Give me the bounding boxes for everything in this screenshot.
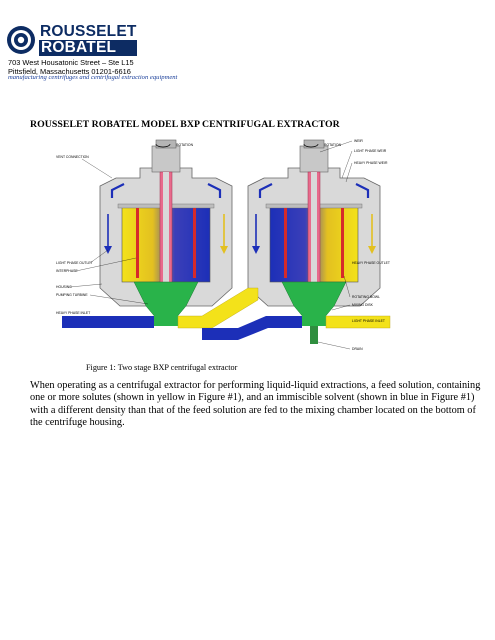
brand-name-line1: ROUSSELET <box>39 23 137 40</box>
robatel-logo-icon <box>7 26 35 54</box>
extractor-diagram: ROTATION ROTATION VENT CONNECTION LIGHT … <box>52 138 400 360</box>
brand-name-line2: ROBATEL <box>39 40 137 56</box>
right-extractor-unit <box>247 139 381 326</box>
address-line-street: 703 West Housatonic Street – Ste L15 <box>8 58 134 67</box>
label-heavy-phase-inlet: HEAVY PHASE INLET <box>56 311 90 315</box>
body-paragraph: When operating as a centrifugal extracto… <box>30 380 481 429</box>
label-heavy-phase-weir: HEAVY PHASE WEIR <box>354 161 388 165</box>
label-light-phase-weir: LIGHT PHASE WEIR <box>354 149 387 153</box>
label-vent-connection: VENT CONNECTION <box>56 155 89 159</box>
label-light-phase-inlet: LIGHT PHASE INLET <box>352 319 385 323</box>
label-heavy-phase-outlet: HEAVY PHASE OUTLET <box>352 261 390 265</box>
label-weir: WEIR <box>354 139 363 143</box>
document-title: ROUSSELET ROBATEL MODEL BXP CENTRIFUGAL … <box>30 119 340 130</box>
company-tagline: manufacturing centrifuges and centrifuga… <box>8 74 178 81</box>
company-address: 703 West Housatonic Street – Ste L15 Pit… <box>8 58 134 76</box>
label-rotation-left: ROTATION <box>176 143 194 147</box>
label-light-phase-outlet: LIGHT PHASE OUTLET <box>56 261 93 265</box>
label-pumping-turbine: PUMPING TURBINE <box>56 293 88 297</box>
label-rotating-bowl: ROTATING BOWL <box>352 295 380 299</box>
label-rotation-right: ROTATION <box>324 143 342 147</box>
label-housing: HOUSING <box>56 285 72 289</box>
label-interphase: INTERPHASE <box>56 269 78 273</box>
figure-caption: Figure 1: Two stage BXP centrifugal extr… <box>86 363 238 372</box>
address-line-city: Pittsfield, Massachusetts 01201-6616 <box>8 67 131 76</box>
label-mixing-disk: MIXING DISK <box>352 303 374 307</box>
extractor-diagram-svg: ROTATION ROTATION VENT CONNECTION LIGHT … <box>56 139 391 351</box>
left-extractor-unit <box>99 139 233 326</box>
interconnect-pipes <box>62 287 391 344</box>
diagram-labels: ROTATION ROTATION VENT CONNECTION LIGHT … <box>56 139 390 351</box>
company-logo: ROUSSELET ROBATEL <box>6 24 137 56</box>
label-drain: DRAIN <box>352 347 363 351</box>
